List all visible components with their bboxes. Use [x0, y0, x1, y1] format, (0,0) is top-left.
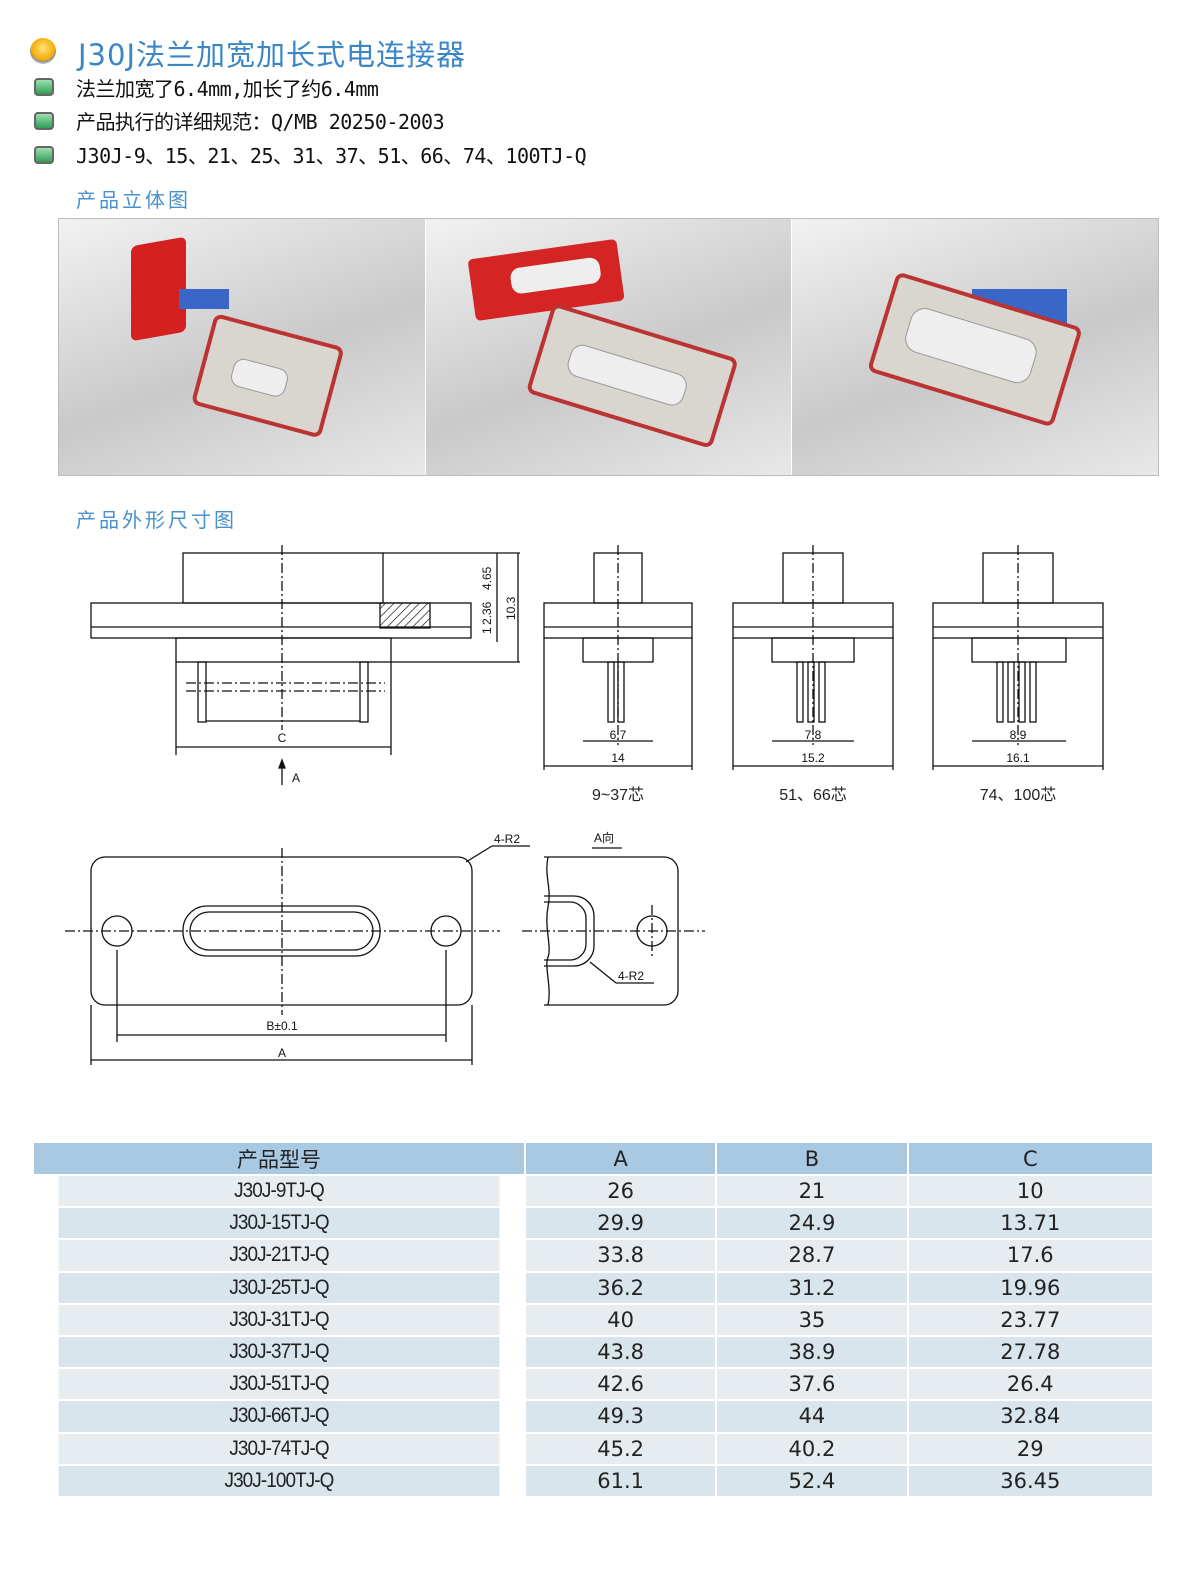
dim-b-label: B±0.1: [266, 1019, 298, 1033]
front-view: 4-R2 B±0.1 A: [65, 832, 530, 1065]
b-cell: 37.6: [717, 1367, 907, 1400]
model-cell: J30J-31TJ-Q: [58, 1302, 500, 1335]
dim-2-36: 2.36: [480, 601, 494, 625]
dim-c-label: C: [278, 731, 287, 745]
a-cell: 40: [525, 1302, 716, 1335]
bullet-icon: [34, 112, 54, 130]
c-cell: 32.84: [908, 1399, 1152, 1432]
a-cell: 61.1: [525, 1463, 716, 1496]
model-cell: J30J-15TJ-Q: [58, 1206, 500, 1239]
col-a: A: [525, 1143, 716, 1174]
b-cell: 52.4: [717, 1463, 907, 1496]
model-cell: J30J-37TJ-Q: [58, 1334, 500, 1368]
dim-outer: 16.1: [1006, 751, 1030, 765]
product-photo-1: [59, 219, 426, 475]
radius-label: 4-R2: [618, 969, 644, 983]
c-cell: 27.78: [908, 1334, 1152, 1368]
a-cell: 26: [525, 1174, 716, 1207]
side-section-view: C A 4.65 2.36 1 10.3: [90, 545, 520, 785]
b-cell: 21: [717, 1174, 907, 1207]
view-a: A向 4-R2: [522, 830, 705, 1006]
model-cell: J30J-74TJ-Q: [58, 1431, 500, 1464]
dim-a-label: A: [278, 1046, 286, 1060]
c-cell: 26.4: [908, 1367, 1152, 1400]
a-cell: 49.3: [525, 1399, 716, 1432]
dim-10-3: 10.3: [504, 596, 518, 620]
dim-outer: 14: [611, 751, 625, 765]
dim-inner: 8.9: [1010, 728, 1027, 742]
view-caption: 9~37芯: [592, 786, 644, 804]
view-caption: 51、66芯: [779, 786, 847, 804]
b-cell: 28.7: [717, 1238, 907, 1271]
bullet-icon: [34, 78, 54, 96]
a-cell: 42.6: [525, 1367, 716, 1400]
view-a-title: A向: [594, 830, 614, 845]
page-title: J30J法兰加宽加长式电连接器: [78, 38, 467, 72]
feature-2: 产品执行的详细规范：Q/MB 20250-2003: [76, 110, 445, 134]
b-cell: 44: [717, 1399, 907, 1432]
c-cell: 23.77: [908, 1302, 1152, 1335]
col-c: C: [908, 1143, 1152, 1174]
model-cell: J30J-51TJ-Q: [58, 1367, 500, 1400]
dimension-drawings: C A 4.65 2.36 1 10.3 6.7 14 9~37芯 7.8 15…: [65, 545, 1104, 1065]
product-photo-3: [792, 219, 1159, 475]
a-cell: 29.9: [525, 1206, 716, 1239]
section-photos-title: 产品立体图: [76, 188, 191, 212]
c-cell: 19.96: [908, 1270, 1152, 1303]
dim-inner: 6.7: [610, 728, 627, 742]
view-a-arrow-label: A: [292, 771, 300, 785]
title-bullet-icon: [30, 38, 56, 64]
model-cell: J30J-9TJ-Q: [58, 1174, 500, 1207]
view-caption: 74、100芯: [980, 786, 1057, 804]
c-cell: 17.6: [908, 1238, 1152, 1271]
product-photos: [58, 218, 1159, 476]
model-cell: J30J-25TJ-Q: [58, 1270, 500, 1303]
a-cell: 43.8: [525, 1334, 716, 1368]
dim-1: 1: [480, 627, 494, 634]
dim-4-65: 4.65: [480, 566, 494, 590]
end-view-51-66: 7.8 15.2 51、66芯: [732, 545, 894, 804]
feature-3: J30J-9、15、21、25、31、37、51、66、74、100TJ-Q: [76, 144, 587, 168]
table-header-row: 产品型号 A B C: [34, 1143, 1152, 1174]
product-photo-2: [425, 219, 793, 475]
feature-1: 法兰加宽了6.4mm,加长了约6.4mm: [76, 77, 379, 101]
b-cell: 40.2: [717, 1431, 907, 1464]
a-cell: 36.2: [525, 1270, 716, 1303]
section-dimensions-title: 产品外形尺寸图: [76, 508, 237, 532]
c-cell: 29: [908, 1431, 1152, 1464]
c-cell: 36.45: [908, 1463, 1152, 1496]
dim-outer: 15.2: [801, 751, 825, 765]
model-cell: J30J-100TJ-Q: [58, 1463, 500, 1496]
end-view-9-37: 6.7 14 9~37芯: [543, 545, 693, 804]
a-cell: 33.8: [525, 1238, 716, 1271]
c-cell: 10: [908, 1174, 1152, 1207]
dim-inner: 7.8: [805, 728, 822, 742]
b-cell: 38.9: [717, 1334, 907, 1368]
a-cell: 45.2: [525, 1431, 716, 1464]
radius-label: 4-R2: [494, 832, 520, 846]
end-view-74-100: 8.9 16.1 74、100芯: [932, 545, 1104, 804]
model-cell: J30J-66TJ-Q: [58, 1399, 500, 1432]
col-b: B: [717, 1143, 907, 1174]
c-cell: 13.71: [908, 1206, 1152, 1239]
b-cell: 24.9: [717, 1206, 907, 1239]
b-cell: 35: [717, 1302, 907, 1335]
model-cell: J30J-21TJ-Q: [58, 1238, 500, 1271]
bullet-icon: [34, 146, 54, 164]
col-model: 产品型号: [34, 1143, 524, 1174]
b-cell: 31.2: [717, 1270, 907, 1303]
